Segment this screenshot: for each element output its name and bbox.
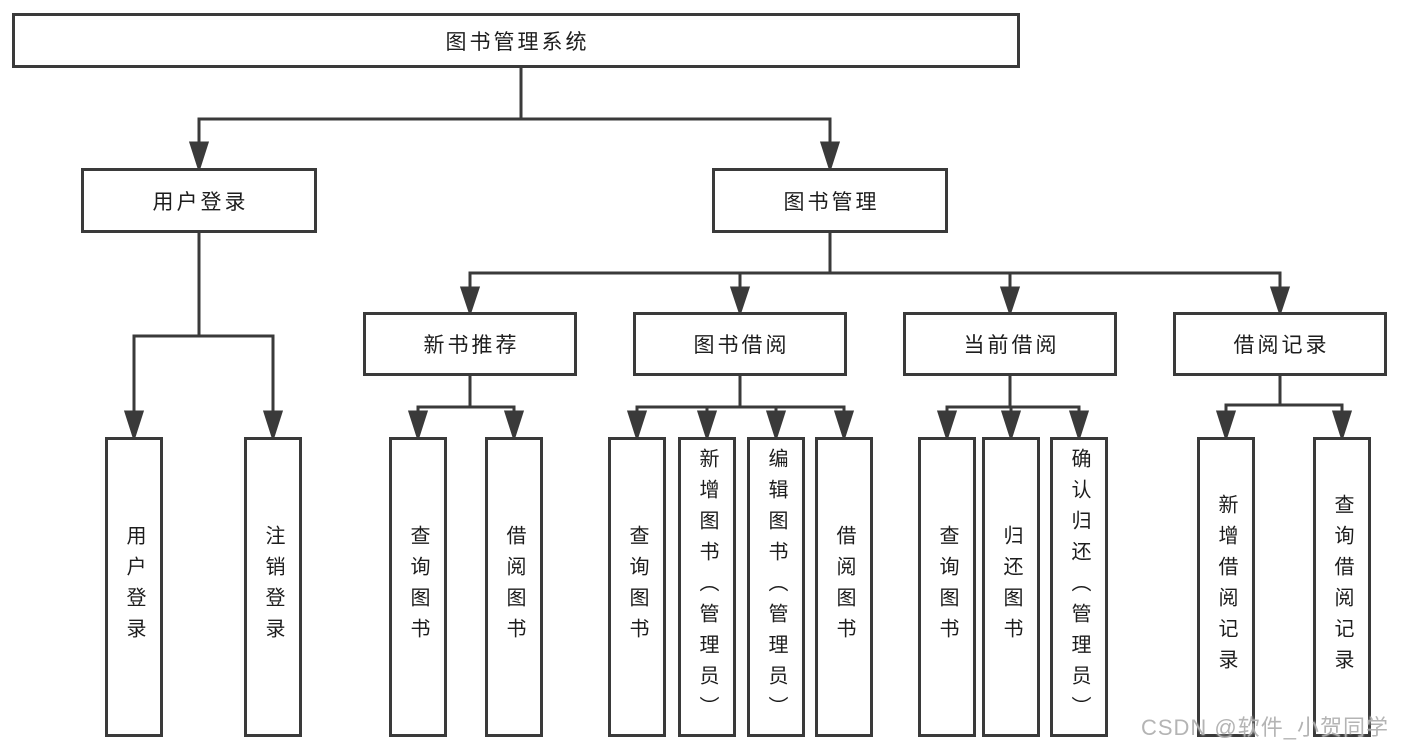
leaf-query-books-3: 查询图书 — [918, 437, 976, 737]
arrowhead-new-books — [459, 286, 481, 317]
node-new-book-recommend: 新书推荐 — [363, 312, 577, 376]
arrowhead-book-borrow — [729, 286, 751, 317]
node-user-login-label: 用户登录 — [152, 190, 249, 214]
leaf-add-borrow-record: 新增借阅记录 — [1197, 437, 1255, 737]
node-user-login: 用户登录 — [81, 168, 317, 233]
leaf-user-login: 用户登录 — [105, 437, 163, 737]
arrowhead-leaf-add-book — [696, 410, 718, 442]
arrowhead-leaf-query1 — [407, 410, 429, 442]
node-current-borrowing: 当前借阅 — [903, 312, 1117, 376]
arrowhead-leaf-login — [123, 410, 145, 442]
arrowhead-leaf-confirm-return — [1068, 410, 1090, 442]
leaf-logout: 注销登录 — [244, 437, 302, 737]
node-book-borrowing: 图书借阅 — [633, 312, 847, 376]
leaf-query-borrow-record: 查询借阅记录 — [1313, 437, 1371, 737]
leaf-query-books-2-label: 查询图书 — [626, 525, 648, 649]
node-library-system: 图书管理系统 — [12, 13, 1020, 68]
node-library-system-label: 图书管理系统 — [445, 30, 590, 54]
csdn-watermark: CSDN @软件_小贺同学 — [1140, 715, 1389, 740]
arrowhead-leaf-query-record — [1331, 410, 1353, 442]
node-book-management-label: 图书管理 — [783, 190, 880, 214]
node-borrow-records-label: 借阅记录 — [1233, 334, 1330, 357]
leaf-edit-books-admin: 编辑图书（管理员） — [747, 437, 805, 737]
node-current-borrowing-label: 当前借阅 — [963, 334, 1060, 357]
arrowhead-leaf-borrow2 — [833, 410, 855, 442]
arrowhead-book-mgmt — [819, 141, 841, 173]
leaf-borrow-books-2: 借阅图书 — [815, 437, 873, 737]
leaf-borrow-books-1-label: 借阅图书 — [503, 525, 525, 649]
leaf-query-books-2: 查询图书 — [608, 437, 666, 737]
arrowhead-leaf-logout — [262, 410, 284, 442]
node-new-book-recommend-label: 新书推荐 — [423, 334, 520, 357]
leaf-borrow-books-1: 借阅图书 — [485, 437, 543, 737]
leaf-add-borrow-record-label: 新增借阅记录 — [1215, 494, 1237, 680]
arrowhead-current-borrow — [999, 286, 1021, 317]
leaf-logout-label: 注销登录 — [262, 525, 284, 649]
leaf-edit-books-admin-label: 编辑图书（管理员） — [765, 447, 787, 727]
leaf-query-books-3-label: 查询图书 — [936, 525, 958, 649]
arrowhead-leaf-edit-book — [765, 410, 787, 442]
leaf-add-books-admin: 新增图书（管理员） — [678, 437, 736, 737]
leaf-add-books-admin-label: 新增图书（管理员） — [696, 447, 718, 727]
arrowhead-leaf-add-record — [1215, 410, 1237, 442]
arrowhead-leaf-query2 — [626, 410, 648, 442]
arrowhead-leaf-query3 — [936, 410, 958, 442]
arrowhead-leaf-borrow1 — [503, 410, 525, 442]
node-borrow-records: 借阅记录 — [1173, 312, 1387, 376]
leaf-return-books-label: 归还图书 — [1000, 525, 1022, 649]
leaf-query-books-1: 查询图书 — [389, 437, 447, 737]
node-book-management: 图书管理 — [712, 168, 948, 233]
leaf-query-books-1-label: 查询图书 — [407, 525, 429, 649]
leaf-query-borrow-record-label: 查询借阅记录 — [1331, 494, 1353, 680]
node-book-borrowing-label: 图书借阅 — [693, 334, 790, 357]
arrowhead-leaf-return — [1000, 410, 1022, 442]
leaf-return-books: 归还图书 — [982, 437, 1040, 737]
arrowhead-borrow-records — [1269, 286, 1291, 317]
leaf-borrow-books-2-label: 借阅图书 — [833, 525, 855, 649]
leaf-user-login-label: 用户登录 — [123, 525, 145, 649]
arrowhead-user-login — [188, 141, 210, 173]
leaf-confirm-return-admin: 确认归还（管理员） — [1050, 437, 1108, 737]
leaf-confirm-return-admin-label: 确认归还（管理员） — [1068, 447, 1090, 727]
